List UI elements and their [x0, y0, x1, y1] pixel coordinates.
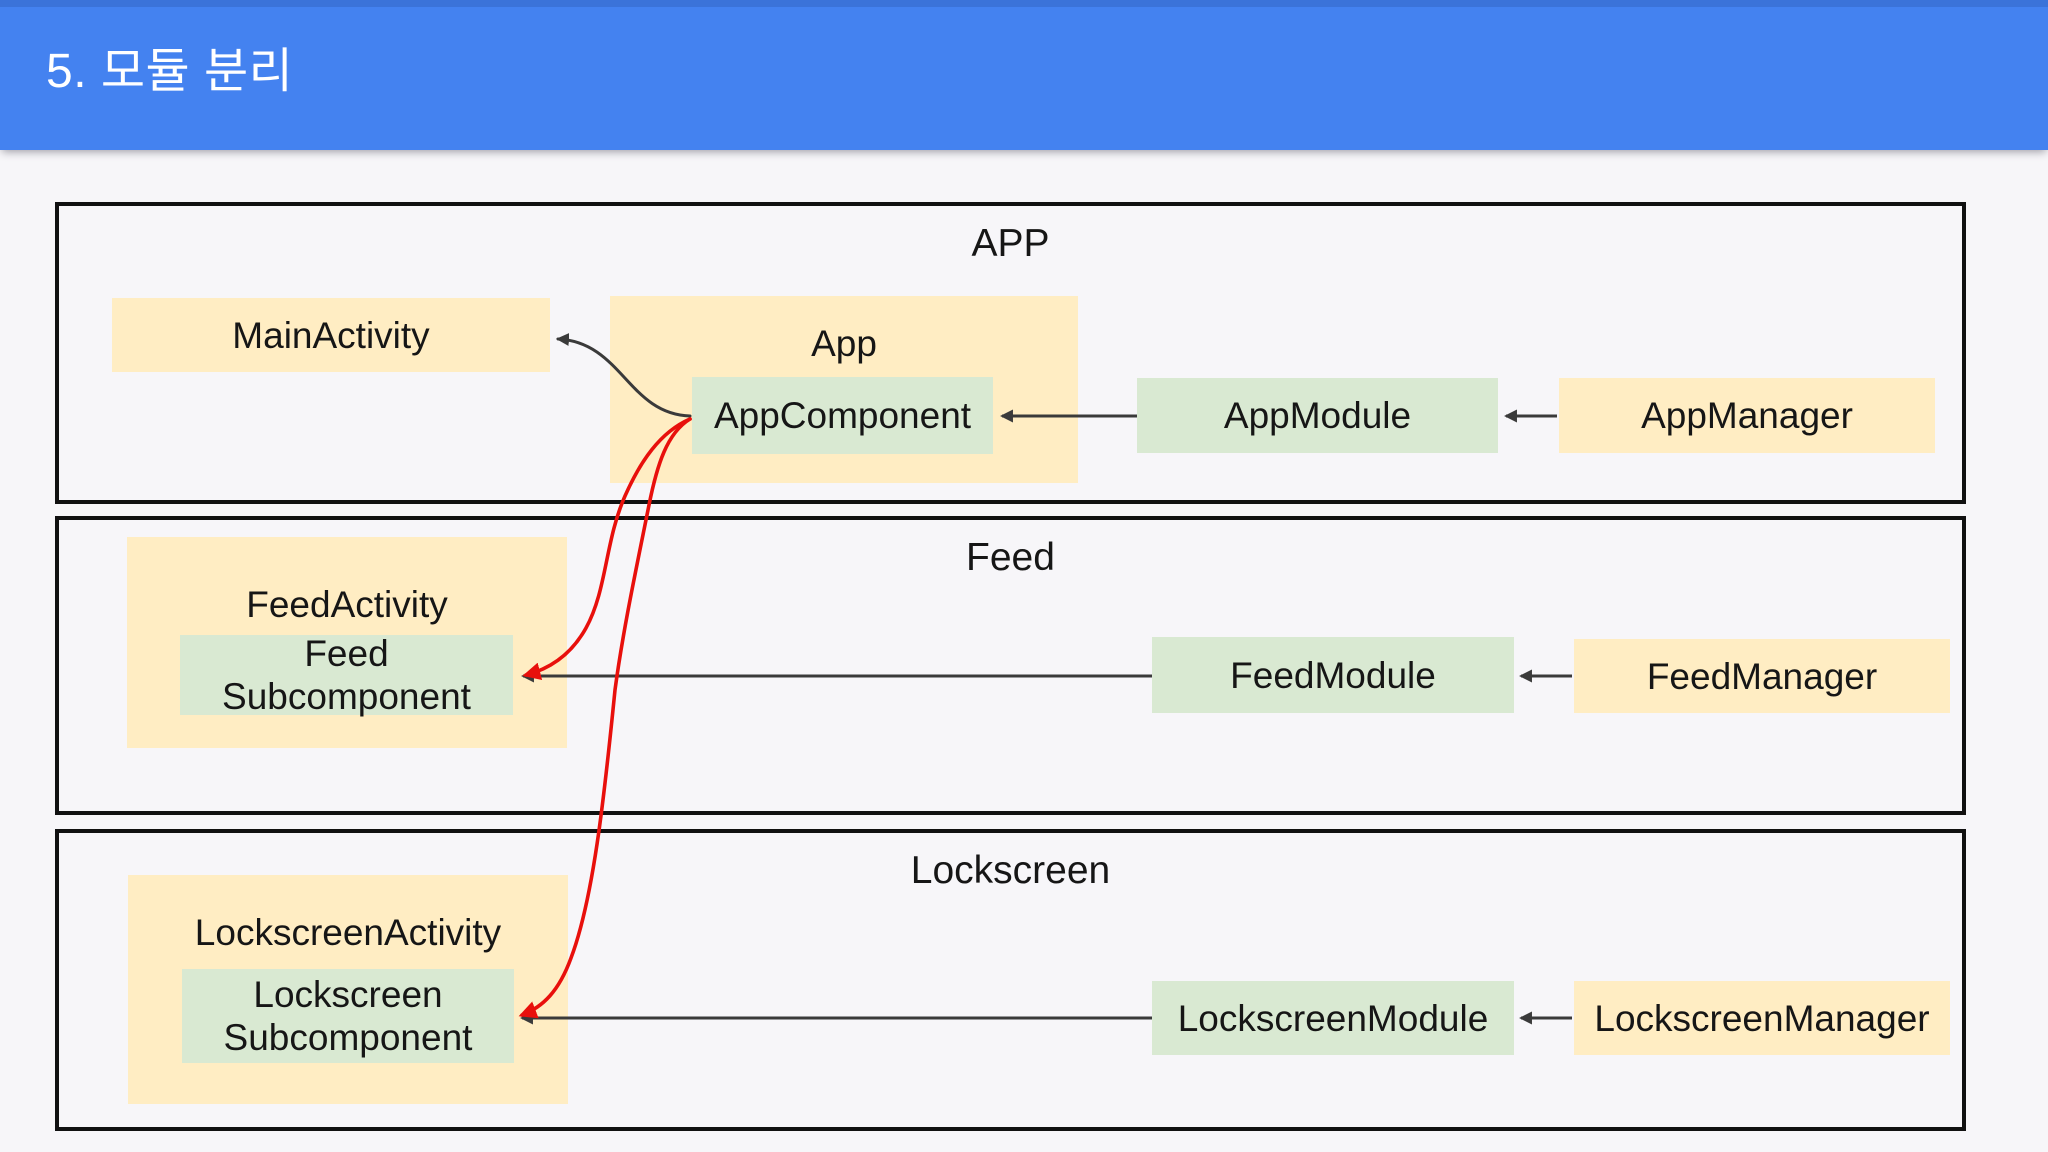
- slide-title: 5. 모듈 분리: [46, 45, 294, 98]
- node-app-manager: AppManager: [1559, 378, 1935, 453]
- section-feed-label: Feed: [966, 536, 1055, 579]
- node-lockscreen-subcomponent: Lockscreen Subcomponent: [182, 969, 514, 1063]
- node-lockscreen-manager: LockscreenManager: [1574, 981, 1950, 1055]
- node-main-activity: MainActivity: [112, 298, 550, 372]
- node-lockscreen-module: LockscreenModule: [1152, 981, 1514, 1055]
- node-feed-module: FeedModule: [1152, 637, 1514, 713]
- section-app-label: APP: [971, 222, 1050, 265]
- section-lockscreen: Lockscreen: [55, 829, 1966, 1131]
- slide-header: 5. 모듈 분리: [0, 0, 2048, 150]
- section-lockscreen-label: Lockscreen: [910, 849, 1111, 892]
- section-app: APP: [55, 202, 1966, 504]
- node-feed-manager: FeedManager: [1574, 639, 1950, 713]
- section-feed: Feed: [55, 516, 1966, 815]
- node-app-component: AppComponent: [692, 377, 993, 454]
- node-feed-subcomponent: Feed Subcomponent: [180, 633, 513, 717]
- node-app-module: AppModule: [1137, 378, 1498, 453]
